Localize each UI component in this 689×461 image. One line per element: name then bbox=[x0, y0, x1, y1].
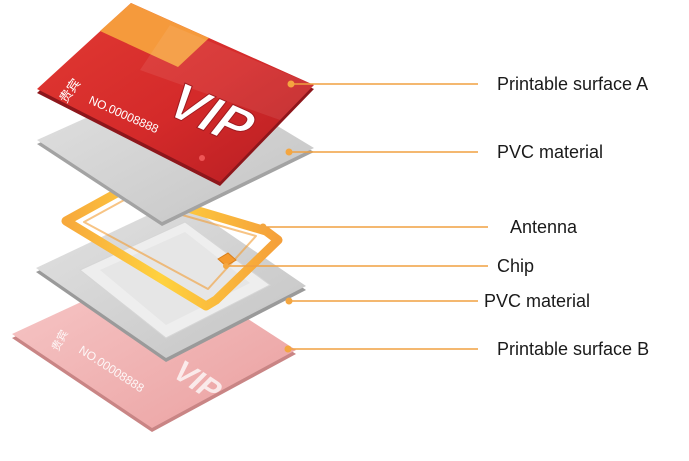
surface-a-layer: 贵宾 NO.00008888 VIP bbox=[37, 3, 314, 186]
label-antenna: Antenna bbox=[510, 217, 578, 237]
chip-icon bbox=[217, 252, 237, 267]
layer-labels: Printable surface A PVC material Antenna… bbox=[484, 74, 649, 359]
label-surface-a: Printable surface A bbox=[497, 74, 648, 94]
label-pvc-bottom: PVC material bbox=[484, 291, 590, 311]
label-surface-b: Printable surface B bbox=[497, 339, 649, 359]
label-chip: Chip bbox=[497, 256, 534, 276]
surface-a-magnetic-stripe bbox=[100, 3, 209, 67]
callout-dot-pvc-top bbox=[285, 148, 293, 156]
callout-dot-pvc-bottom bbox=[285, 297, 293, 305]
callout-dot-surface-b bbox=[284, 345, 292, 353]
surface-a-sheen bbox=[140, 25, 314, 120]
callout-dot-antenna bbox=[259, 223, 267, 231]
surface-a-card bbox=[37, 3, 314, 182]
callouts bbox=[223, 80, 488, 353]
surface-a-dot-decoration bbox=[199, 155, 205, 161]
callout-dot-chip bbox=[223, 263, 229, 269]
callout-dot-surface-a bbox=[287, 80, 295, 88]
antenna-coil-inner-edge bbox=[83, 198, 257, 290]
label-pvc-top: PVC material bbox=[497, 142, 603, 162]
